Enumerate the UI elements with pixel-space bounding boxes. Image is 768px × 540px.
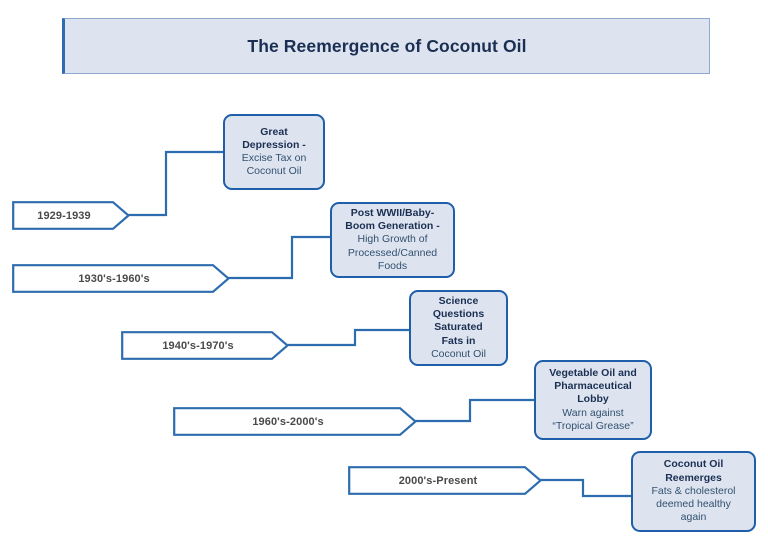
- event-box-coconut-oil-reemerges[interactable]: Coconut Oil Reemerges Fats & cholesterol…: [631, 451, 756, 532]
- event-title: Great Depression -: [242, 125, 306, 151]
- chevron-shape: [12, 264, 230, 293]
- period-label: 1930's-1960's: [78, 272, 150, 285]
- period-chevron-1929-1939[interactable]: 1929-1939: [12, 201, 130, 230]
- event-box-science-questions[interactable]: Science Questions Saturated Fats in Coco…: [409, 290, 508, 366]
- chevron-shape: [121, 331, 289, 360]
- connector-1: [128, 150, 223, 217]
- period-label: 1929-1939: [37, 209, 91, 222]
- connector-2: [228, 235, 330, 280]
- chevron-shape: [348, 466, 542, 495]
- event-description: Coconut Oil: [431, 347, 486, 360]
- diagram-title-banner: The Reemergence of Coconut Oil: [62, 18, 710, 74]
- period-label: 1940's-1970's: [162, 339, 234, 352]
- event-description: High Growth of Processed/Canned Foods: [347, 233, 438, 272]
- event-box-great-depression[interactable]: Great Depression - Excise Tax on Coconut…: [223, 114, 325, 190]
- connector-4: [415, 398, 534, 423]
- period-label: 1960's-2000's: [252, 415, 324, 428]
- event-description: Warn against “Tropical Grease”: [552, 406, 634, 432]
- event-title: Vegetable Oil and Pharmaceutical Lobby: [549, 366, 637, 406]
- chevron-shape: [12, 201, 130, 230]
- period-chevron-2000s-present[interactable]: 2000's-Present: [348, 466, 542, 495]
- event-title: Science Questions Saturated Fats in: [432, 294, 485, 347]
- period-chevron-1930s-1960s[interactable]: 1930's-1960's: [12, 264, 230, 293]
- event-title: Post WWII/Baby- Boom Generation -: [345, 206, 440, 233]
- chevron-shape: [173, 407, 417, 436]
- connector-5: [540, 478, 631, 498]
- period-chevron-1940s-1970s[interactable]: 1940's-1970's: [121, 331, 289, 360]
- event-box-post-wwii[interactable]: Post WWII/Baby- Boom Generation - High G…: [330, 202, 455, 278]
- event-description: Fats & cholesterol deemed healthy again: [651, 484, 736, 524]
- event-description: Excise Tax on Coconut Oil: [241, 152, 307, 178]
- event-box-vegetable-oil-lobby[interactable]: Vegetable Oil and Pharmaceutical Lobby W…: [534, 360, 652, 440]
- connector-3: [287, 328, 409, 347]
- page-title: The Reemergence of Coconut Oil: [247, 35, 527, 56]
- period-label: 2000's-Present: [398, 474, 478, 487]
- period-chevron-1960s-2000s[interactable]: 1960's-2000's: [173, 407, 417, 436]
- event-title: Coconut Oil Reemerges: [663, 458, 724, 484]
